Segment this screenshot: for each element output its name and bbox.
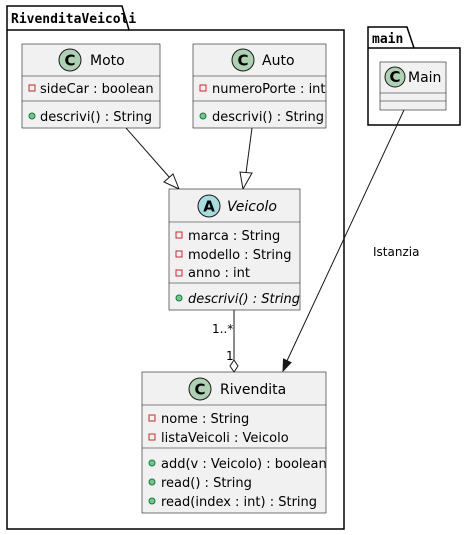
multiplicity-label: 1..* [212, 322, 233, 336]
relation-veicolo-rivendita: 1..* 1 [212, 310, 239, 373]
field: modello : String [188, 248, 292, 263]
association-label: Istanzia [373, 245, 419, 259]
relation-main-rivendita: Istanzia [282, 109, 419, 373]
public-icon [199, 112, 207, 120]
class-name: Rivendita [220, 382, 286, 398]
field: listaVeicoli : Veicolo [161, 431, 289, 446]
method: read(index : int) : String [161, 495, 317, 510]
public-icon [148, 459, 156, 467]
field: marca : String [188, 229, 280, 244]
class-name: Moto [90, 53, 125, 69]
private-icon [175, 231, 183, 239]
private-icon [199, 84, 207, 92]
association-arrowhead [282, 358, 292, 373]
class-name: Main [408, 70, 441, 86]
class-auto[interactable]: C Auto numeroPorte : int descrivi() : St… [192, 43, 327, 129]
public-icon [148, 497, 156, 505]
class-stereotype-icon [188, 377, 212, 401]
multiplicity-label: 1 [226, 349, 234, 363]
method: add(v : Veicolo) : boolean [161, 457, 327, 472]
class-main[interactable]: C Main [379, 61, 447, 111]
public-icon [175, 294, 183, 302]
method: descrivi() : String [188, 292, 300, 307]
class-name: Auto [262, 53, 295, 69]
field: anno : int [188, 266, 250, 281]
stereotype-letter: C [389, 68, 400, 86]
class-rivendita[interactable]: C Rivendita nome : String listaVeicoli :… [141, 371, 327, 514]
public-icon [28, 112, 36, 120]
stereotype-letter: A [203, 198, 215, 216]
class-name: Veicolo [227, 199, 277, 215]
package-title: main [372, 32, 403, 47]
stereotype-letter: C [64, 52, 75, 70]
field: nome : String [161, 412, 249, 427]
public-icon [148, 478, 156, 486]
method: read() : String [161, 476, 252, 491]
package-title: RivenditaVeicoli [11, 12, 136, 27]
generalization-arrowhead [163, 173, 180, 190]
class-stereotype-icon [384, 66, 406, 88]
method: descrivi() : String [212, 110, 324, 125]
class-stereotype-icon [58, 48, 82, 72]
abstract-stereotype-icon [197, 194, 221, 218]
field: sideCar : boolean [40, 82, 154, 97]
relation-moto-veicolo [125, 127, 180, 190]
private-icon [175, 250, 183, 258]
field: numeroPorte : int [212, 82, 326, 97]
private-icon [175, 269, 183, 277]
stereotype-letter: C [237, 52, 248, 70]
relation-auto-veicolo [239, 127, 253, 191]
class-veicolo[interactable]: A Veicolo marca : String modello : Strin… [168, 188, 301, 311]
method: descrivi() : String [40, 110, 152, 125]
private-icon [148, 414, 156, 422]
private-icon [28, 84, 36, 92]
generalization-arrowhead [239, 171, 253, 191]
stereotype-letter: C [194, 381, 205, 399]
private-icon [148, 433, 156, 441]
class-moto[interactable]: C Moto sideCar : boolean descrivi() : St… [21, 43, 161, 129]
class-stereotype-icon [231, 48, 255, 72]
